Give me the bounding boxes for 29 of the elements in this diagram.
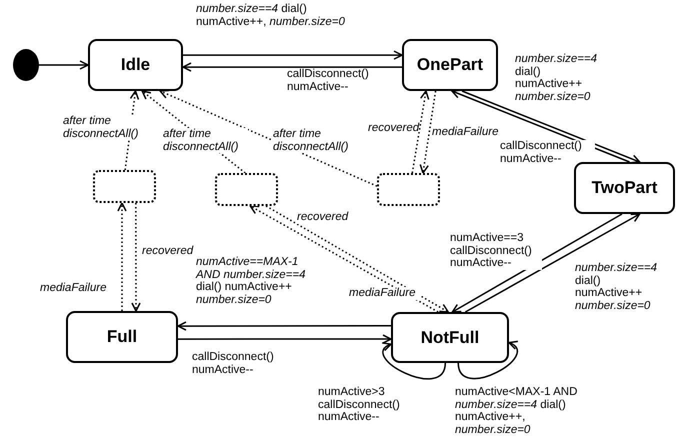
arrow	[420, 90, 436, 174]
empty-state-box	[215, 173, 278, 206]
arrow	[178, 334, 392, 344]
edge-label: numActive<MAX-1 AND number.size==4 dial() numActive++, number.size=0	[455, 386, 580, 436]
edge-label: numActive==3 callDisconnect() numActive--	[450, 232, 542, 270]
arrow	[452, 213, 622, 313]
arrow	[182, 62, 402, 72]
state-box: NotFull	[391, 312, 509, 363]
edge-label: callDisconnect() numActive--	[500, 140, 595, 166]
state-box: Idle	[88, 39, 183, 91]
edge-label: mediaFailure	[349, 287, 421, 300]
state-box: TwoPart	[574, 162, 675, 214]
self-loop-arrow	[381, 343, 446, 380]
initial-state-dot	[13, 49, 39, 81]
state-box: OnePart	[402, 39, 498, 91]
empty-state-box	[93, 170, 156, 203]
arrow	[412, 90, 430, 174]
arrow	[117, 202, 127, 311]
arrow	[39, 60, 89, 70]
self-loop-arrow	[458, 342, 519, 380]
arrow	[159, 90, 378, 187]
empty-state-box	[377, 173, 440, 206]
arrow	[177, 321, 391, 331]
state-box: Full	[66, 311, 178, 363]
edge-label: after time disconnectAll()	[163, 128, 248, 154]
arrow	[464, 213, 640, 313]
arrow	[183, 50, 403, 60]
arrow	[131, 203, 141, 312]
edge-label: number.size==4 dial() numActive++, number.size=0	[196, 3, 346, 28]
